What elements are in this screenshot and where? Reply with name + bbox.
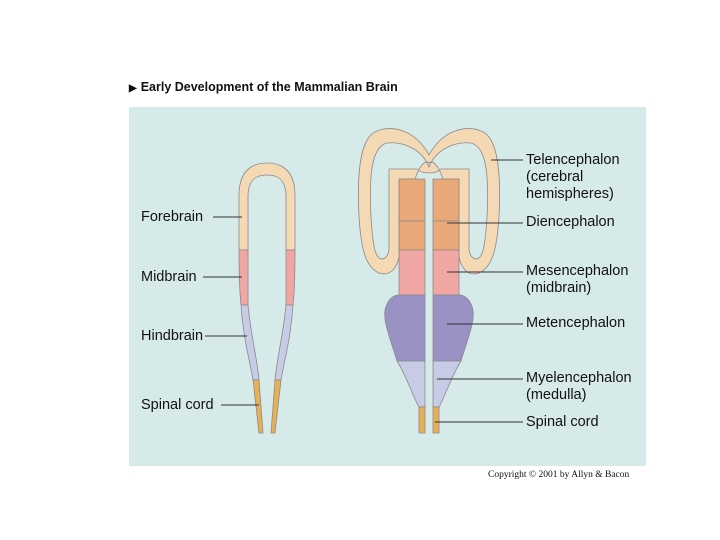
myelencephalon-left xyxy=(396,360,426,408)
myelencephalon-right xyxy=(432,360,462,408)
label-spinal-cord-right: Spinal cord xyxy=(526,414,599,430)
label-spinal-cord-left: Spinal cord xyxy=(141,397,214,413)
developed-brain xyxy=(357,128,501,434)
diagram-panel xyxy=(129,107,646,466)
hindbrain-region-left xyxy=(240,304,260,381)
label-telencephalon-line-1: Telencephalon xyxy=(526,152,620,168)
label-midbrain: Midbrain xyxy=(141,269,197,285)
midbrain-region-right xyxy=(285,249,296,306)
label-mesencephalon-line-2: (midbrain) xyxy=(526,280,592,296)
spinal-cord-right-brain-left xyxy=(418,406,426,434)
brain-development-diagram xyxy=(203,128,523,434)
label-telencephalon: Telencephalon (cerebral hemispheres) xyxy=(526,152,620,203)
telencephalon-inner-right xyxy=(432,178,460,222)
figure-title-text: Early Development of the Mammalian Brain xyxy=(140,80,398,94)
early-neural-tube xyxy=(238,162,296,434)
diencephalon-left xyxy=(398,220,426,251)
leader-lines xyxy=(203,159,523,423)
telencephalon-region xyxy=(357,128,501,275)
label-myelencephalon-line-1: Myelencephalon xyxy=(526,370,632,386)
label-metencephalon: Metencephalon xyxy=(526,315,626,331)
forebrain-region xyxy=(238,162,296,251)
label-myelencephalon: Myelencephalon (medulla) xyxy=(526,370,632,404)
spinal-cord-left xyxy=(252,379,264,434)
label-telencephalon-line-2: (cerebral xyxy=(526,169,584,185)
metencephalon-left xyxy=(384,294,426,362)
copyright-notice: Copyright © 2001 by Allyn & Bacon xyxy=(488,470,630,480)
label-telencephalon-line-3: hemispheres) xyxy=(526,186,614,202)
figure-title: ▶Early Development of the Mammalian Brai… xyxy=(129,80,398,94)
label-myelencephalon-line-2: (medulla) xyxy=(526,387,587,403)
label-mesencephalon-line-1: Mesencephalon xyxy=(526,263,629,279)
hindbrain-region-right xyxy=(274,304,294,381)
spinal-cord-right xyxy=(270,379,282,434)
label-hindbrain: Hindbrain xyxy=(141,328,204,344)
mesencephalon-left xyxy=(398,249,426,296)
spinal-cord-right-brain-right xyxy=(432,406,440,434)
label-forebrain: Forebrain xyxy=(141,209,204,225)
diencephalon-right xyxy=(432,220,460,251)
label-mesencephalon: Mesencephalon (midbrain) xyxy=(526,263,628,297)
metencephalon-right xyxy=(432,294,474,362)
label-diencephalon: Diencephalon xyxy=(526,214,615,230)
triangle-right-icon: ▶ xyxy=(129,83,137,94)
telencephalon-inner-left xyxy=(398,178,426,222)
